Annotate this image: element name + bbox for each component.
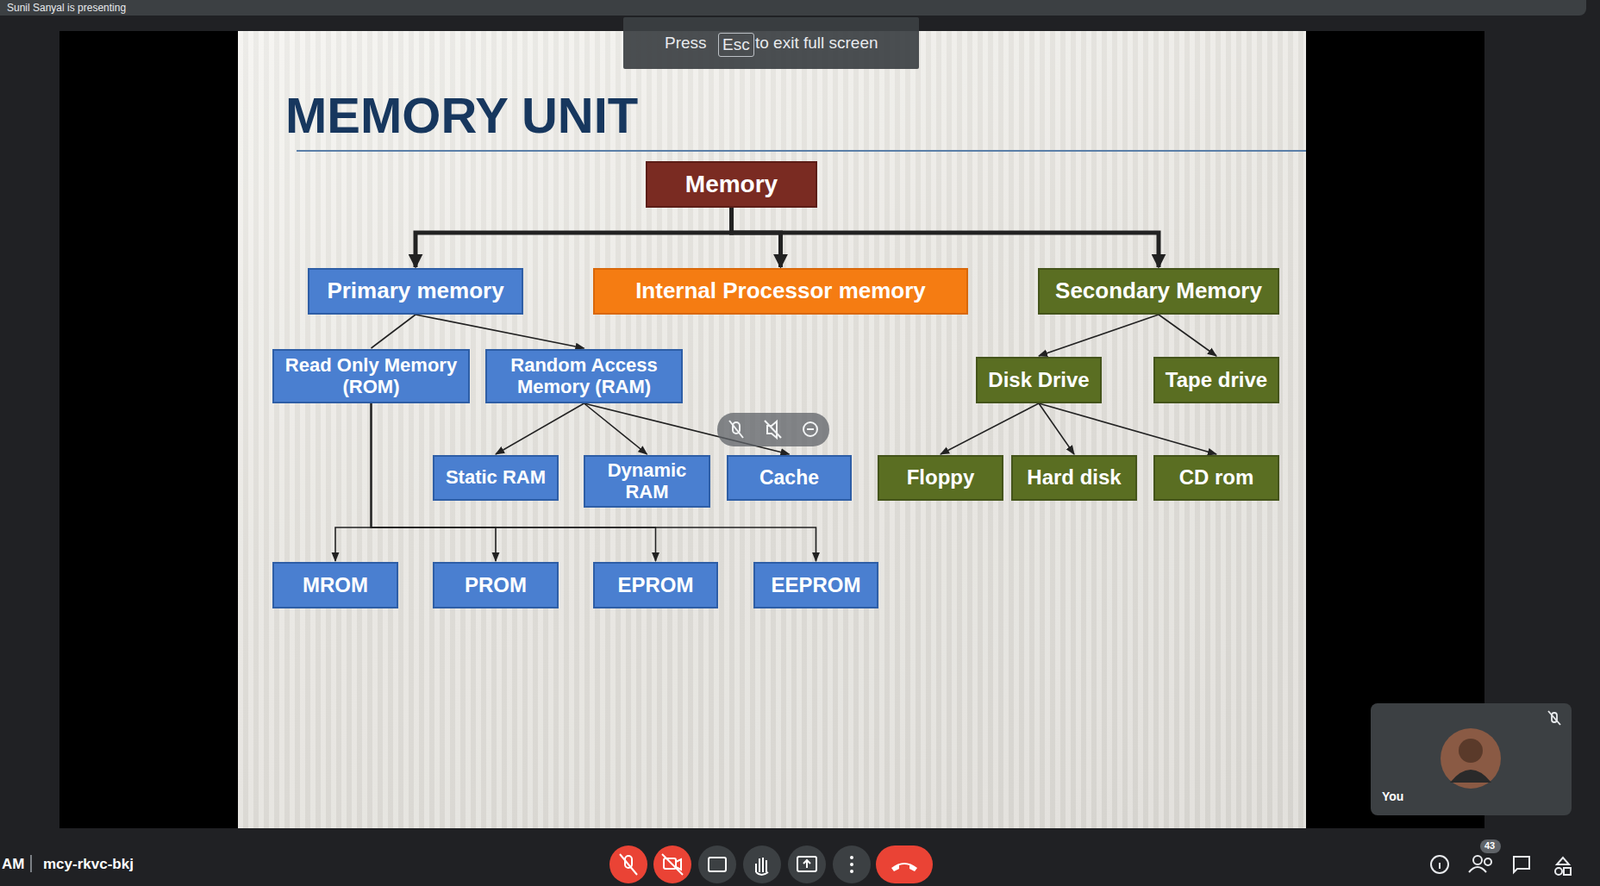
tree-arrow (495, 403, 585, 455)
tree-arrow (1038, 403, 1217, 455)
node-text: Cache (759, 467, 819, 490)
storage-box: Disk Drive (975, 356, 1102, 404)
tile-name: You (1381, 789, 1404, 804)
node-text: Floppy (906, 466, 975, 490)
top-bar (0, 0, 1587, 16)
node-text: Read Only Memory (ROM) (281, 355, 462, 398)
node-text: Static RAM (445, 467, 546, 489)
category-box: Primary memory (307, 268, 524, 315)
tree-arrow (371, 314, 417, 349)
title-rule (296, 150, 1307, 152)
count-badge: 43 (1484, 840, 1495, 851)
participant-controls (717, 412, 830, 447)
slide-title: MEMORY UNIT (285, 86, 638, 144)
node-text: Random Access Memory (RAM) (493, 355, 675, 398)
node-text: Dynamic RAM (592, 460, 702, 503)
node-text: Tape drive (1165, 368, 1268, 393)
rom-type-box: EEPROM (753, 562, 879, 609)
node-text: Hard disk (1026, 466, 1121, 490)
node-text: Memory (685, 170, 778, 198)
memory-box: Memory (645, 161, 818, 208)
storage-box: CD rom (1153, 455, 1280, 501)
node-text: Disk Drive (987, 368, 1089, 393)
tree-arrow-thick (731, 207, 1160, 268)
memory-type-box: Cache (726, 455, 852, 501)
node-text: Primary memory (326, 278, 504, 304)
clock: AM (1, 856, 25, 874)
tree-arrow (415, 314, 585, 349)
node-text: EPROM (617, 574, 694, 598)
storage-box: Hard disk (1011, 455, 1138, 501)
memory-type-box: Read Only Memory (ROM) (272, 349, 470, 404)
memory-type-box: Dynamic RAM (583, 455, 711, 508)
meeting-code: mcy-rkvc-bkj (43, 856, 134, 874)
tree-arrow (584, 403, 790, 455)
category-box: Secondary Memory (1037, 268, 1280, 315)
rom-type-box: EPROM (593, 562, 719, 609)
banner-text: Press (664, 33, 707, 53)
storage-box: Tape drive (1153, 356, 1280, 404)
tree-arrow (940, 403, 1039, 455)
category-box: Internal Processor memory (593, 268, 969, 315)
key-cap: Esc (718, 32, 755, 57)
rom-type-box: MROM (272, 562, 399, 609)
node-text: Internal Processor memory (635, 278, 926, 304)
node-text: Secondary Memory (1055, 278, 1263, 304)
rom-type-box: PROM (432, 562, 559, 609)
memory-type-box: Static RAM (432, 455, 559, 501)
tree-arrow (335, 403, 372, 562)
tree-arrow (1038, 403, 1075, 455)
node-text: EEPROM (770, 574, 861, 598)
node-text: CD rom (1179, 466, 1255, 490)
tree-arrow-thick (731, 207, 782, 268)
presenter-name: Sunil Sanyal is presenting (6, 1, 126, 14)
tree-arrow (1158, 314, 1217, 357)
tree-arrow (1038, 314, 1159, 357)
storage-box: Floppy (877, 455, 1004, 501)
memory-type-box: Random Access Memory (RAM) (485, 349, 683, 404)
tree-arrow-thick (415, 207, 732, 268)
node-text: PROM (464, 574, 527, 598)
separator (30, 855, 32, 873)
banner-text: to exit full screen (755, 33, 879, 53)
node-text: MROM (302, 574, 369, 598)
